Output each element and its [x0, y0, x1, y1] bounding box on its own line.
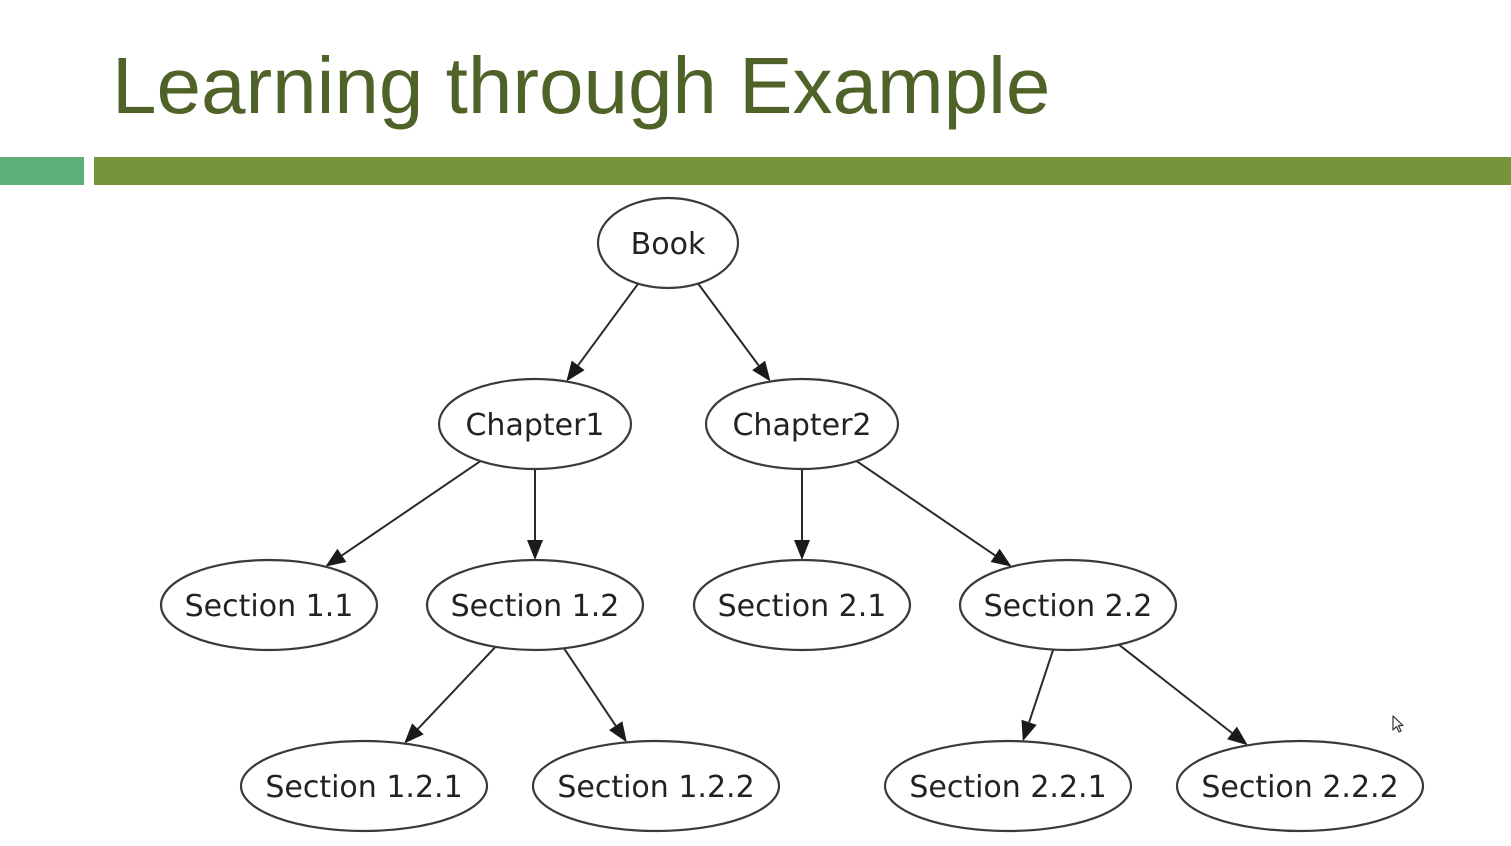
arrowhead-icon: [566, 360, 585, 382]
edge-book-to-chapter2: [697, 283, 771, 382]
node-label: Book: [631, 227, 706, 262]
node-chapter1: Chapter1: [437, 377, 633, 471]
edge-line: [341, 460, 482, 557]
edge-s22-to-s222: [1118, 643, 1248, 746]
arrowhead-icon: [1021, 719, 1037, 742]
slide-title: Learning through Example: [112, 41, 1051, 130]
arrowhead-icon: [1227, 726, 1248, 746]
node-s11: Section 1.1: [159, 558, 379, 652]
node-ellipse: [159, 558, 379, 652]
node-ellipse: [596, 196, 740, 290]
edge-chapter1-to-s11: [325, 460, 482, 567]
node-ellipse: [531, 739, 781, 833]
node-s21: Section 2.1: [692, 558, 912, 652]
title-accent-block: [0, 157, 84, 185]
node-ellipse: [704, 377, 900, 471]
mouse-pointer-icon: [1392, 715, 1404, 733]
edge-s22-to-s221: [1021, 649, 1055, 742]
node-chapter2: Chapter2: [704, 377, 900, 471]
arrowhead-icon: [990, 548, 1012, 567]
node-label: Section 1.1: [185, 589, 354, 624]
arrowhead-icon: [752, 360, 771, 382]
node-ellipse: [239, 739, 489, 833]
node-label: Chapter2: [732, 408, 871, 443]
node-s121: Section 1.2.1: [239, 739, 489, 833]
edge-s12-to-s121: [404, 646, 497, 744]
node-ellipse: [1175, 739, 1425, 833]
arrowhead-icon: [527, 540, 543, 560]
node-label: Section 2.2.2: [1201, 770, 1398, 805]
node-label: Section 1.2.1: [265, 770, 462, 805]
node-s22: Section 2.2: [958, 558, 1178, 652]
edge-line: [417, 646, 497, 730]
node-ellipse: [692, 558, 912, 652]
node-label: Chapter1: [465, 408, 604, 443]
title-rule: [94, 157, 1511, 185]
edge-line: [1118, 643, 1233, 734]
edge-chapter2-to-s21: [794, 469, 810, 560]
node-label: Section 2.1: [718, 589, 887, 624]
edge-line: [855, 460, 996, 557]
edge-chapter2-to-s22: [855, 460, 1012, 567]
edge-line: [577, 283, 639, 366]
arrowhead-icon: [404, 723, 424, 744]
node-ellipse: [883, 739, 1133, 833]
arrowhead-icon: [325, 548, 347, 567]
arrowhead-icon: [609, 721, 627, 743]
node-label: Section 2.2.1: [909, 770, 1106, 805]
node-label: Section 1.2.2: [557, 770, 754, 805]
edge-line: [1028, 649, 1055, 723]
node-label: Section 2.2: [984, 589, 1153, 624]
node-book: Book: [596, 196, 740, 290]
arrowhead-icon: [794, 540, 810, 560]
node-ellipse: [437, 377, 633, 471]
edge-line: [563, 647, 617, 727]
node-label: Section 1.2: [451, 589, 620, 624]
edge-s12-to-s122: [563, 647, 627, 743]
edge-book-to-chapter1: [566, 283, 639, 382]
edge-line: [697, 283, 760, 366]
node-s222: Section 2.2.2: [1175, 739, 1425, 833]
node-ellipse: [958, 558, 1178, 652]
edge-chapter1-to-s12: [527, 469, 543, 560]
node-s12: Section 1.2: [425, 558, 645, 652]
node-s122: Section 1.2.2: [531, 739, 781, 833]
node-ellipse: [425, 558, 645, 652]
node-s221: Section 2.2.1: [883, 739, 1133, 833]
